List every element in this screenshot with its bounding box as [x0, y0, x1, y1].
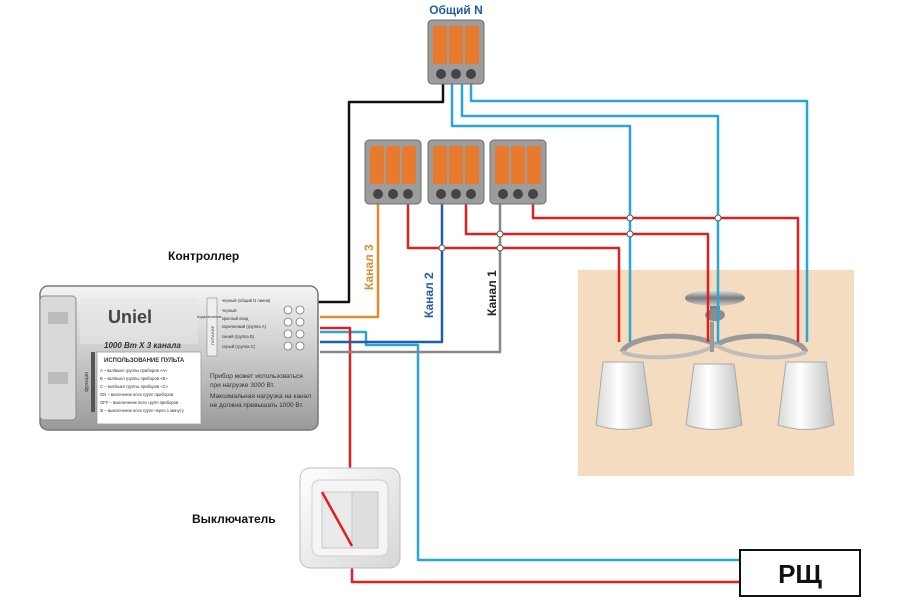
light-switch — [299, 467, 401, 569]
channel-3-wire — [320, 198, 380, 319]
controller-terminal-line-0: черный (общий N линии) — [222, 298, 271, 303]
phase-wire-lamp-left — [406, 198, 621, 342]
panel-label: РЩ — [778, 559, 822, 589]
neutral-wire-lamp-center — [460, 80, 720, 342]
controller-note-line-3: не должна превышать 1000 Вт. — [210, 402, 304, 409]
controller-terminal-screws — [283, 305, 305, 351]
phase-wire-lamp-right — [531, 198, 800, 342]
neutral-wire-lamp-right — [469, 80, 809, 342]
controller-terminal-line-5: серый (группа C) — [222, 344, 256, 349]
controller-terminal-line-4: синий (группа B) — [222, 334, 255, 339]
controller-terminal-line-1: черный — [222, 308, 237, 313]
controller-usage-line-3: ON – включение всех групп приборов — [100, 392, 174, 397]
chandelier — [595, 290, 835, 430]
switch-phase-jumper — [320, 491, 354, 547]
controller-note-line-2: Максимальная нагрузка на канал — [210, 393, 311, 400]
phase-wire-switch-to-controller — [320, 326, 352, 490]
channel-2-wire — [320, 200, 444, 344]
controller-terminal-line-2: красный вход — [222, 316, 249, 321]
controller-label: Контроллер — [168, 249, 239, 263]
controller-terminal-line-3: коричневый (группа A) — [222, 324, 267, 329]
lamp-shade-right — [777, 361, 835, 430]
controller-brand: Uniel — [108, 307, 152, 327]
controller-usage-line-2: C – вкл/выкл группы приборов «C» — [100, 384, 169, 389]
terminal-block-channel-2 — [427, 139, 485, 205]
distribution-panel: РЩ — [739, 549, 861, 597]
terminal-block-channel-3 — [364, 139, 422, 205]
controller-usage-title: ИСПОЛЬЗОВАНИЕ ПУЛЬТА — [104, 358, 185, 364]
controller-note-line-0: Прибор может использоваться — [210, 372, 303, 380]
channel-1-label: Канал 1 — [485, 270, 499, 316]
common-n-label: Общий N — [429, 3, 483, 17]
lamp-shade-center — [685, 363, 743, 430]
controller-rating: 1000 Вт Х 3 канала — [104, 341, 181, 350]
controller-usage-line-4: OFF – выключение всех групп приборов — [100, 400, 179, 405]
common-n-connector — [427, 19, 485, 85]
switch-label: Выключатель — [192, 512, 276, 526]
controller-usage-line-5: ⏲ – выключение всех групп через 1 минуту — [100, 408, 185, 413]
controller-side-label: функции — [84, 372, 90, 392]
controller-device: Uniel 1000 Вт Х 3 канала функции ИСПОЛЬЗ… — [39, 285, 319, 431]
controller-note-line-1: при нагрузке 3000 Вт. — [210, 382, 275, 389]
controller-terminal-label: подключение — [197, 314, 222, 319]
channel-2-label: Канал 2 — [422, 272, 436, 318]
channel-3-label: Канал 3 — [362, 244, 376, 290]
wire-junctions — [438, 214, 722, 252]
phase-wire-lamp-center — [464, 198, 710, 342]
neutral-wire-panel — [320, 330, 740, 562]
common-n-wire — [314, 80, 445, 304]
terminal-block-channel-1 — [489, 139, 547, 205]
controller-usage-line-1: B – вкл/выкл группы приборов «B» — [100, 376, 168, 381]
controller-usage-line-0: A – вкл/выкл группы приборов «A» — [100, 368, 168, 373]
controller-terminal-box-label: ПИТАНИЕ — [210, 326, 215, 345]
lamp-shade-left — [595, 361, 653, 430]
